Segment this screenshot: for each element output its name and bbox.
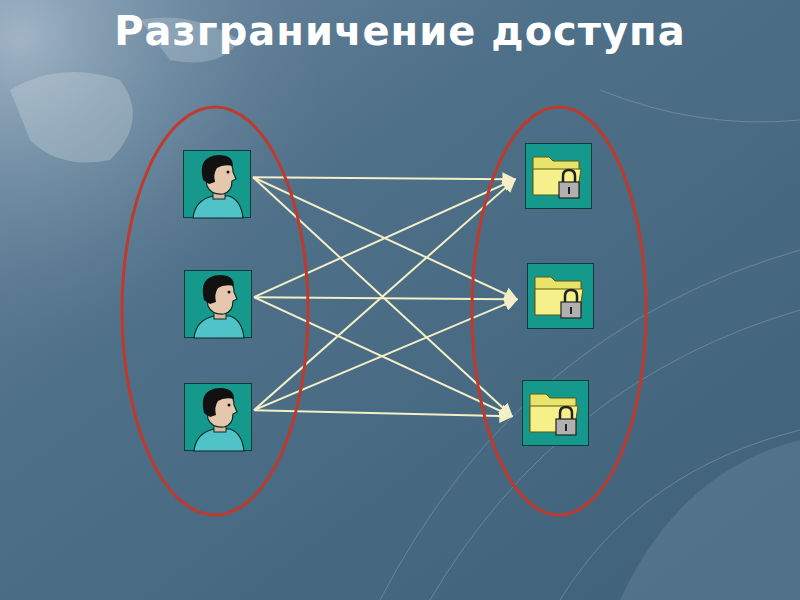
locked-folder-icon — [525, 143, 592, 209]
user-icon — [184, 270, 252, 338]
group-oval — [120, 105, 310, 517]
person-shape — [183, 150, 251, 218]
access-arrow — [254, 410, 512, 416]
user-icon — [184, 383, 252, 451]
group-oval — [470, 105, 648, 517]
folder-shape — [522, 380, 589, 446]
person-shape — [184, 383, 252, 451]
slide-title: Разграничение доступа — [0, 8, 800, 54]
decor-arcs — [380, 90, 800, 600]
access-arrow — [253, 177, 515, 179]
locked-folder-icon — [522, 380, 589, 446]
person-shape — [184, 270, 252, 338]
locked-folder-icon — [527, 263, 594, 329]
user-icon — [183, 150, 251, 218]
folder-shape — [527, 263, 594, 329]
access-arrow — [254, 297, 517, 299]
folder-shape — [525, 143, 592, 209]
globe-decoration — [0, 0, 320, 360]
access-arrow — [254, 299, 517, 410]
